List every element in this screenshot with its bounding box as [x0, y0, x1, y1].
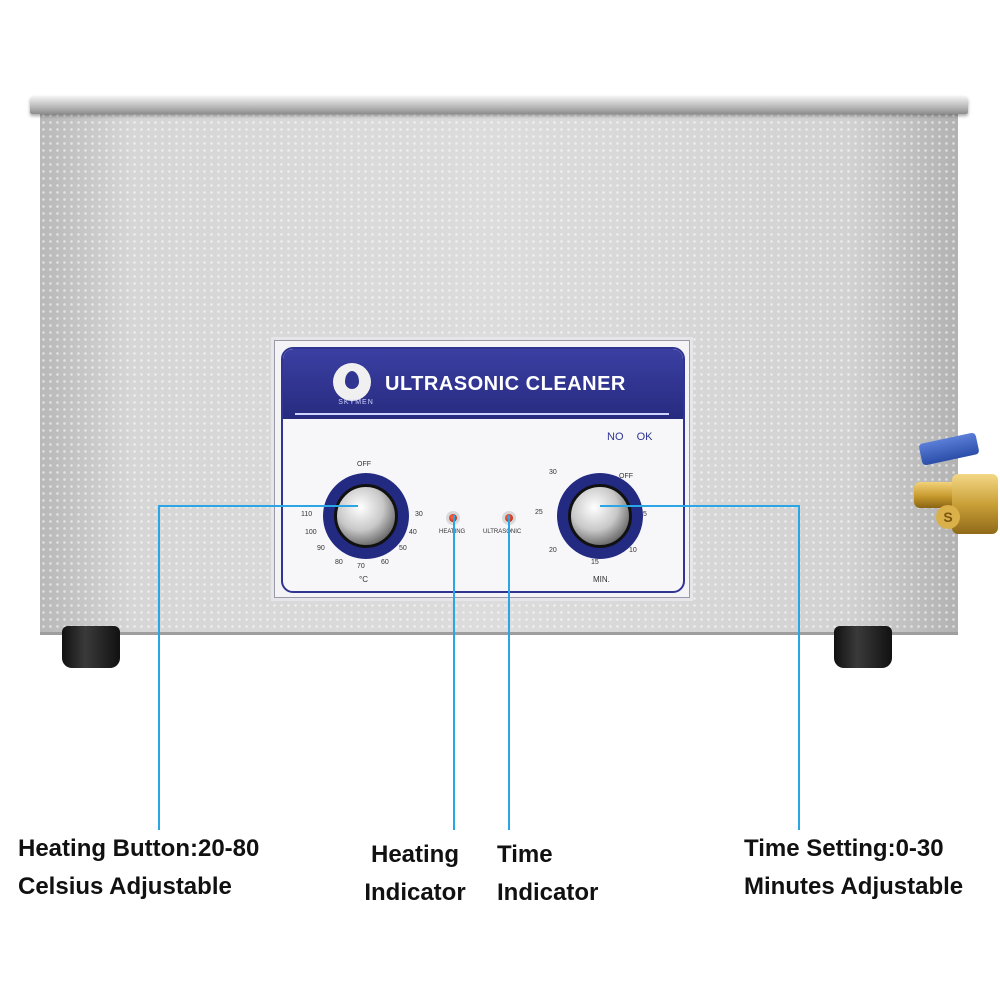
tank-foot-left: [62, 626, 120, 668]
time-scale-30: 30: [549, 469, 557, 476]
time-setting-callout-line-h: [600, 505, 800, 507]
time-setting-caption-line2: Minutes Adjustable: [744, 873, 964, 900]
heating-button-caption: Heating Button:20-80 Celsius Adjustable: [18, 830, 259, 906]
temp-scale-70: 70: [357, 563, 365, 570]
temp-dial-off-label: OFF: [357, 461, 371, 468]
time-indicator-caption: Time Indicator: [497, 836, 598, 912]
time-unit-label: MIN.: [593, 575, 610, 584]
time-scale-25: 25: [535, 509, 543, 516]
temp-scale-50: 50: [399, 545, 407, 552]
brand-logo-text: SKYMEN: [338, 399, 374, 406]
ultrasonic-indicator-label: ULTRASONIC: [483, 529, 522, 535]
time-indicator-caption-line1: Time: [497, 841, 553, 868]
heating-button-caption-line1: Heating Button:20-80: [18, 835, 260, 862]
temp-scale-60: 60: [381, 559, 389, 566]
drain-valve-nut: [952, 474, 998, 534]
temp-scale-30: 30: [415, 511, 423, 518]
panel-title: ULTRASONIC CLEANER: [385, 373, 626, 395]
wash-symbol-icons: NO OK: [607, 431, 652, 443]
time-setting-callout-line-v: [798, 505, 800, 830]
time-indicator-caption-line2: Indicator: [497, 879, 599, 906]
temp-dial-knob[interactable]: [334, 484, 398, 548]
time-dial-off-label: OFF: [619, 473, 633, 480]
temp-scale-100: 100: [305, 529, 317, 536]
time-scale-10: 10: [629, 547, 637, 554]
time-setting-caption-line1: Time Setting:0-30: [744, 835, 944, 862]
temp-scale-40: 40: [409, 529, 417, 536]
heating-indicator-caption-line2: Indicator: [364, 879, 466, 906]
heating-indicator-caption: Heating Indicator: [360, 836, 470, 912]
tank-foot-right: [834, 626, 892, 668]
temp-unit-label: °C: [359, 575, 368, 584]
tank-rim: [30, 96, 968, 114]
heating-indicator-callout-line: [453, 515, 455, 830]
heating-button-callout-line-v: [158, 505, 160, 830]
heating-button-callout-line-h: [158, 505, 358, 507]
control-panel: SKYMEN ULTRASONIC CLEANER NO OK OFF 110 …: [274, 340, 690, 598]
wash-ok-icon: OK: [636, 431, 653, 443]
time-scale-15: 15: [591, 559, 599, 566]
wash-no-icon: NO: [607, 431, 624, 443]
time-setting-caption: Time Setting:0-30 Minutes Adjustable: [744, 830, 963, 906]
valve-mark: S: [936, 505, 960, 529]
time-indicator-callout-line: [508, 515, 510, 830]
temp-scale-80: 80: [335, 559, 343, 566]
time-scale-20: 20: [549, 547, 557, 554]
control-panel-frame: SKYMEN ULTRASONIC CLEANER NO OK OFF 110 …: [281, 347, 685, 593]
heating-indicator-caption-line1: Heating: [370, 841, 459, 868]
temp-scale-90: 90: [317, 545, 325, 552]
panel-header: SKYMEN ULTRASONIC CLEANER: [283, 349, 683, 419]
temp-scale-110: 110: [301, 511, 313, 518]
time-dial-knob[interactable]: [568, 484, 632, 548]
logo-drop-icon: [345, 371, 359, 389]
time-scale-5: 5: [643, 511, 647, 518]
heating-button-caption-line2: Celsius Adjustable: [18, 873, 232, 900]
heating-indicator-label: HEATING: [439, 529, 465, 535]
header-divider: [295, 413, 669, 415]
